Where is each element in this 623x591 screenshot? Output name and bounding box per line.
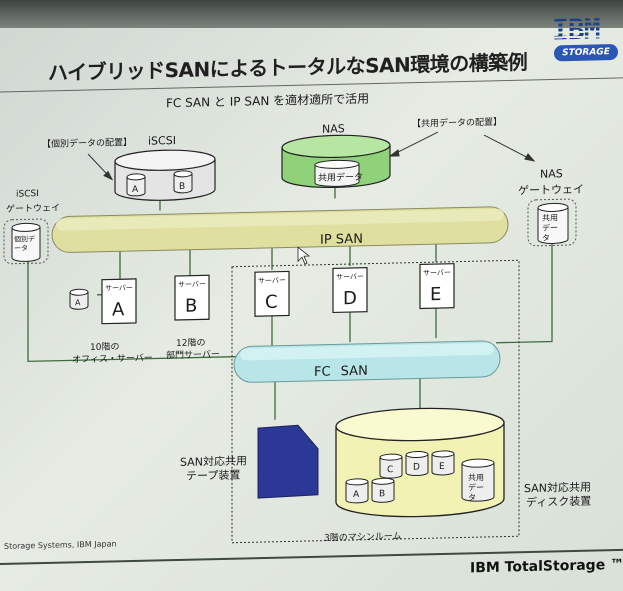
nas-disk-label: 共用データ: [318, 172, 364, 184]
arrow-head-nas-gw: [524, 153, 536, 162]
tape-label-2: テープ装置: [186, 468, 241, 483]
iscsi-gateway-label-2: ゲートウェイ: [6, 203, 61, 215]
nas-gateway-label-1: NAS: [540, 167, 563, 181]
iscsi-note: 【個別データの配置】: [42, 138, 133, 151]
server-c-box: [254, 270, 290, 317]
server-c-letter: C: [265, 291, 278, 313]
array-disk-b-label: B: [379, 489, 386, 500]
server-a-caption-2: オフィス・サーバー: [72, 353, 153, 366]
array-disk-a-label: A: [353, 489, 360, 500]
array-shared-disk-label: 共用データ: [468, 473, 484, 503]
top-border: [0, 0, 623, 28]
server-e-letter: E: [430, 283, 442, 306]
server-a-disk-label: A: [75, 298, 81, 308]
iscsi-gateway-disk-label: 個別データ: [14, 235, 35, 253]
iscsi-gateway: [3, 218, 49, 265]
annotation-arrows: [87, 131, 536, 181]
iscsi-disk-a: [126, 173, 146, 197]
disk-array: [335, 407, 505, 518]
server-d-box: [332, 267, 368, 314]
server-d-letter: D: [343, 287, 357, 310]
server-a-disk: [69, 288, 89, 310]
line-nas-gw-fcsan: [496, 241, 553, 344]
array-disk-e-label: E: [439, 461, 445, 473]
server-e-box: [419, 263, 455, 310]
shared-data-note: 【共用データの配置】: [412, 117, 503, 130]
nas-gateway: [527, 198, 577, 247]
nas-storage: [281, 134, 391, 189]
machine-room-box: [231, 259, 520, 544]
server-b-caption-2: 部門サーバー: [166, 350, 220, 362]
iscsi-disk-b: [173, 170, 193, 194]
array-disk-c: [379, 453, 403, 479]
fc-san-bar: [233, 340, 501, 383]
array-disk-e: [431, 450, 455, 476]
arrow-shared-to-nas-gw: [483, 134, 533, 161]
array-disk-b: [371, 477, 395, 503]
machine-room-label: 3階のマシンルーム: [324, 531, 402, 544]
ip-san-bar: [51, 206, 509, 253]
arrow-shared-to-nas: [391, 131, 439, 156]
server-b-tag: サーバー: [178, 280, 206, 289]
iscsi-label: iSCSI: [148, 134, 176, 148]
tape-device-shape: [257, 424, 319, 499]
server-d-tag: サーバー: [336, 272, 364, 282]
array-disk-a: [345, 478, 369, 504]
nas-label: NAS: [322, 122, 345, 136]
server-a-letter: A: [112, 299, 125, 321]
iscsi-disk-a-label: A: [132, 184, 139, 196]
disk-array-label-2: ディスク装置: [526, 494, 592, 510]
nas-gateway-disk-label: 共用データ: [542, 213, 558, 243]
server-b-box: [174, 274, 210, 321]
server-a-box: [101, 278, 137, 325]
servers: [101, 263, 455, 325]
ip-san-label: IP SAN: [320, 231, 363, 248]
server-c-tag: サーバー: [258, 276, 286, 286]
mouse-cursor-icon: [297, 246, 311, 265]
array-disk-c-label: C: [387, 465, 394, 476]
iscsi-disk-b-label: B: [179, 181, 186, 192]
server-e-tag: サーバー: [423, 268, 451, 278]
arrow-head-individual: [103, 170, 114, 181]
line-iscsi-gw-fcsan: [27, 258, 240, 363]
fc-san-label: FC SAN: [314, 363, 368, 380]
array-shared-disk: [461, 458, 495, 502]
iscsi-gateway-label-1: iSCSI: [16, 189, 39, 200]
iscsi-storage: [114, 149, 216, 201]
server-a-tag: サーバー: [105, 283, 133, 293]
array-disk-d: [405, 451, 429, 477]
server-b-letter: B: [185, 295, 198, 317]
array-disk-d-label: D: [413, 462, 420, 473]
nas-gateway-label-2: ゲートウェイ: [518, 182, 584, 198]
arrow-head-nas: [388, 149, 400, 157]
title-underline: [0, 77, 623, 93]
